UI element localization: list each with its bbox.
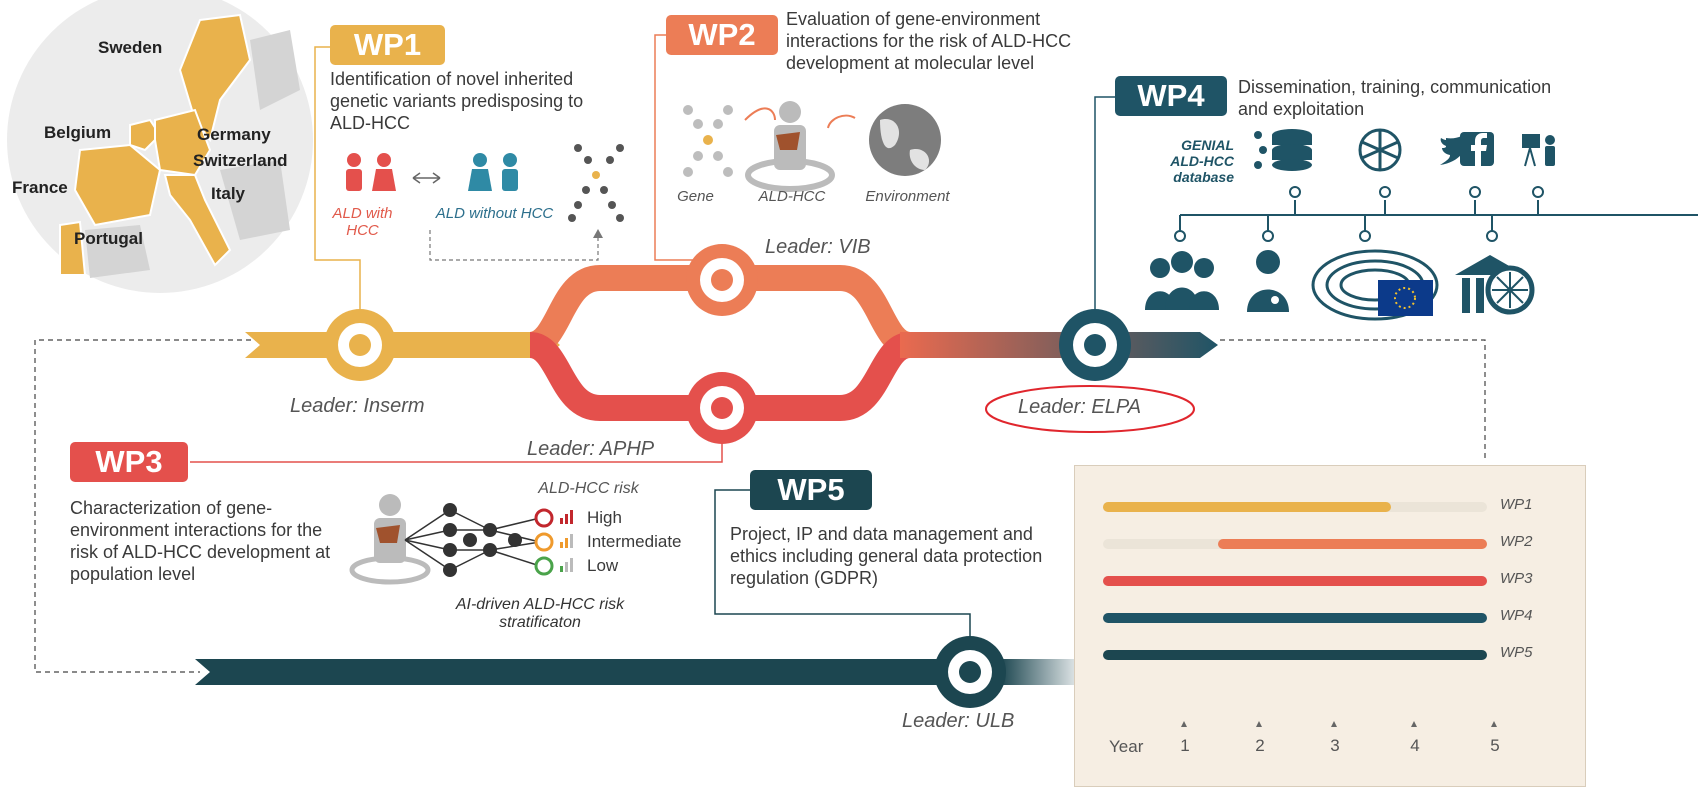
risk-low-label: Low [587,556,619,575]
dashed-link [429,230,599,261]
ai-network-icon [349,494,554,585]
year-tick-mark [1491,721,1497,727]
wp1-badge: WP1 [330,25,445,65]
wp3-ring [686,372,758,444]
wp3-leader: Leader: APHP [527,438,655,460]
ald-hcc-label: ALD-HCC [758,188,826,205]
year-tick-mark [1331,721,1337,727]
dna-icon [568,144,624,222]
timeline-label-wp5: WP5 [1500,644,1533,661]
gene-icon [683,105,733,177]
patients-with-hcc-icon [346,153,396,191]
wp5-leader: Leader: ULB [902,710,1015,732]
year-tick-mark [1256,721,1262,727]
ald-hcc-person-icon [745,101,835,192]
compare-arrow-icon [412,172,441,184]
highlight-ellipse [985,385,1195,433]
database-label: GENIAL ALD-HCC database [1170,137,1234,185]
wp4-connector [1094,96,1115,345]
risk-high-label: High [587,508,622,527]
wp1-ring [324,309,396,381]
year-tick-mark [1181,721,1187,727]
wp1-label-without-hcc: ALD without HCC [435,205,554,222]
risk-bars-icon [560,510,573,572]
doctor-icon [1247,250,1289,312]
timeline-label-wp4: WP4 [1500,607,1533,624]
wp1-leader: Leader: Inserm [290,395,425,417]
wp5-badge: WP5 [750,470,872,510]
country-label-belgium: Belgium [44,123,112,142]
year-tick-label: 3 [1330,736,1340,755]
wp5-connector [714,489,971,658]
presentation-icon [1522,134,1555,167]
timeline-year-label: Year [1109,737,1144,756]
wp5-description: Project, IP and data management and ethi… [730,524,1043,588]
wp4-distribution-tree [1174,186,1698,242]
timeline-label-wp3: WP3 [1500,570,1533,587]
europe-map [7,0,313,293]
wp3-description: Characterization of gene-environment int… [70,498,331,584]
year-tick-label: 4 [1410,736,1420,755]
gene-label: Gene [677,188,714,205]
timeline-label-wp2: WP2 [1500,533,1533,550]
wp5-arrow [195,659,1000,685]
timeline-label-wp1: WP1 [1500,496,1533,513]
timeline-bar-wp1 [1103,502,1391,512]
year-tick-label: 5 [1490,736,1500,755]
wp2-connector [654,34,723,280]
timeline-bar-wp4 [1103,613,1487,623]
year-tick-label: 1 [1180,736,1190,755]
wp2-leader: Leader: VIB [765,236,871,258]
patients-without-hcc-icon [468,153,518,191]
timeline-bar-wp2 [1218,539,1487,549]
wp3-badge: WP3 [70,442,188,482]
globe-icon [869,104,941,176]
country-label-france: France [12,178,68,197]
wp1-arrow [245,332,560,358]
database-icon [1254,129,1312,171]
wp2-badge: WP2 [666,15,778,55]
wp4-ring [1059,309,1131,381]
country-label-portugal: Portugal [74,229,143,248]
wp4-description: Dissemination, training, communication a… [1238,77,1552,119]
wp2-description: Evaluation of gene-environment interacti… [786,9,1072,73]
year-tick-label: 2 [1255,736,1265,755]
parliament-icon [1311,249,1439,321]
country-label-sweden: Sweden [98,38,163,57]
risk-title: ALD-HCC risk [538,480,639,497]
timeline-bar-wp3 [1103,576,1487,586]
country-label-germany: Germany [197,125,271,144]
wp2-ring [686,244,758,316]
risk-intermediate-label: Intermediate [587,532,682,551]
year-tick-mark [1411,721,1417,727]
timeline-bar-wp5 [1103,650,1487,660]
risk-caption: AI-driven ALD-HCC risk stratificaton [455,596,625,631]
web-icon [1358,128,1402,172]
dashed-frame [34,339,1486,673]
wp4-badge: WP4 [1115,76,1227,116]
country-label-italy: Italy [211,184,246,203]
people-group-icon [1145,251,1219,310]
environment-label: Environment [865,188,950,205]
institution-icon [1455,255,1535,315]
wp5-ring [934,636,1006,708]
wp1-label-with-hcc: ALD with HCC [332,205,393,239]
wp4-leader: Leader: ELPA [1018,396,1142,418]
facebook-icon [1460,132,1494,166]
wp1-connector [314,46,361,345]
country-label-switzerland: Switzerland [193,151,288,170]
wp1-description: Identification of novel inherited geneti… [330,69,584,133]
